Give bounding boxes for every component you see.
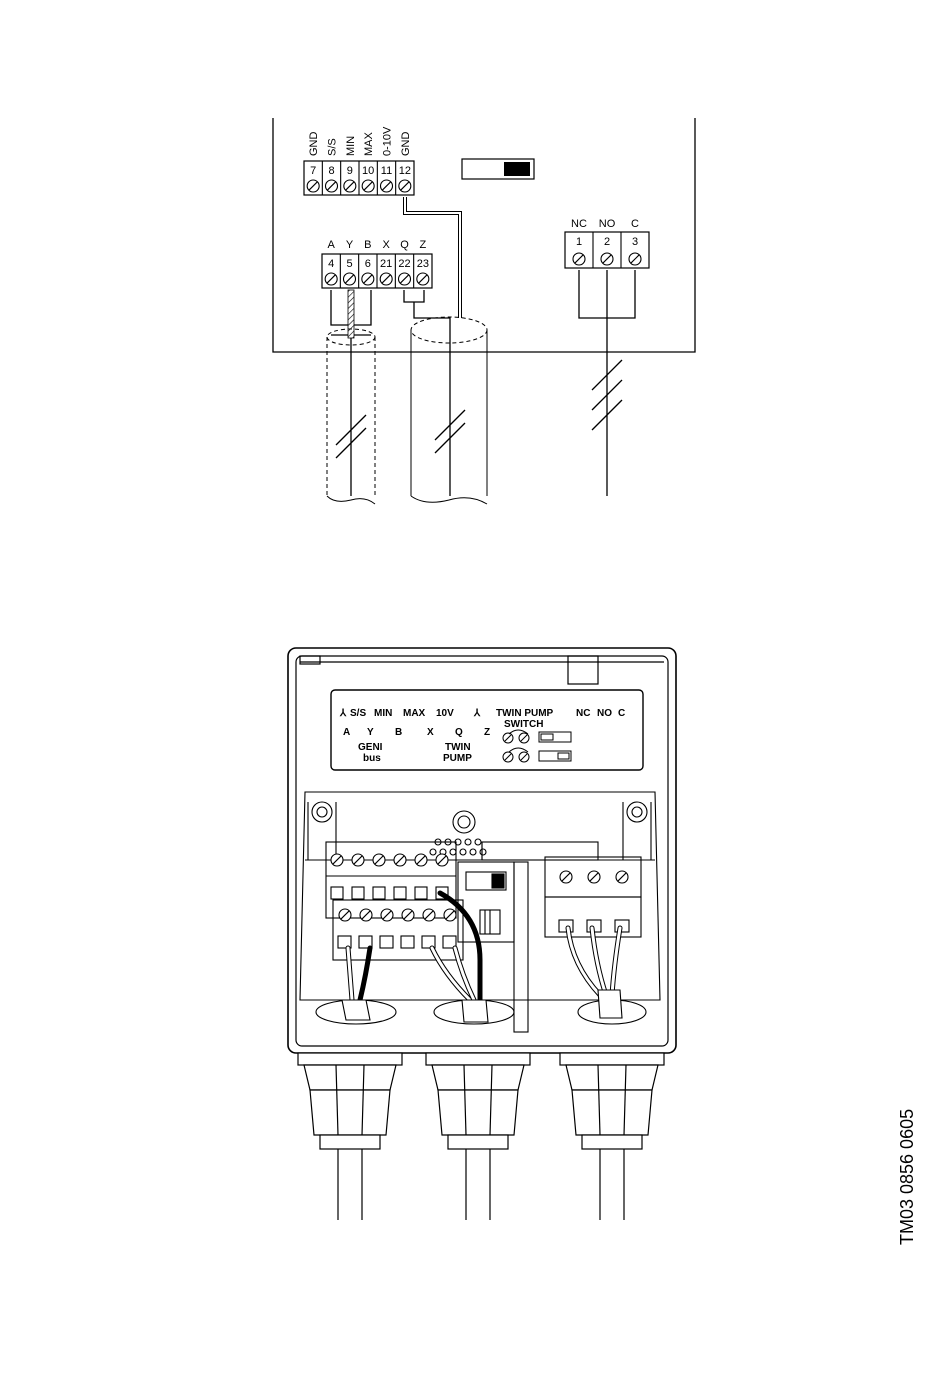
- label-c: C: [618, 708, 625, 719]
- bus-terminal-label-23: Z: [419, 239, 426, 251]
- label-z: Z: [484, 727, 490, 738]
- bus-terminal-label-6: B: [364, 239, 371, 251]
- relay-terminal-strip: 1 NC 2 NO 3 C: [565, 218, 649, 268]
- control-terminal-number-12: 12: [399, 165, 411, 177]
- svg-text:⅄: ⅄: [473, 708, 481, 719]
- cable-gland-1: [298, 1053, 402, 1220]
- control-terminal-label-8: S/S: [327, 138, 339, 156]
- control-terminal-block: [326, 842, 456, 918]
- label-twin-pump: TWIN PUMP: [496, 708, 554, 719]
- bus-terminal-number-22: 22: [398, 258, 410, 270]
- label-nc: NC: [576, 708, 590, 719]
- relay-terminal-label-3: C: [631, 218, 639, 230]
- label-b: B: [395, 727, 402, 738]
- relay-terminal-label-2: NO: [599, 218, 616, 230]
- label-pump: PUMP: [443, 753, 472, 764]
- control-terminal-strip: 7 GND 8 S/S 9 MIN 10 MAX 11 0-10V 12 GND: [304, 126, 414, 195]
- label-twin: TWIN: [445, 742, 471, 753]
- control-terminal-number-10: 10: [362, 165, 374, 177]
- label-a: A: [343, 727, 350, 738]
- label-q: Q: [455, 727, 463, 738]
- label-geni: GENI: [358, 742, 383, 753]
- label-plate-text: ⅄ S/S MIN MAX 10V ⅄ TWIN PUMP NC NO C SW…: [339, 708, 625, 764]
- label-max: MAX: [403, 708, 426, 719]
- bus-terminal-label-5: Y: [346, 239, 354, 251]
- twin-pump-cable-sleeve: [411, 317, 487, 343]
- bus-terminal-number-21: 21: [380, 258, 392, 270]
- label-bus: bus: [363, 753, 381, 764]
- relay-terminal-number-1: 1: [576, 236, 582, 248]
- bus-terminal-label-4: A: [327, 239, 335, 251]
- control-terminal-number-11: 11: [381, 165, 392, 177]
- label-x: X: [427, 727, 434, 738]
- control-terminal-label-9: MIN: [345, 136, 357, 156]
- control-terminal-number-9: 9: [347, 165, 353, 177]
- cable-gland-2: [426, 1053, 530, 1220]
- label-switch: SWITCH: [504, 719, 543, 730]
- label-ss: S/S: [350, 708, 366, 719]
- relay-terminal-number-2: 2: [604, 236, 610, 248]
- bus-terminal-number-6: 6: [365, 258, 371, 270]
- bus-terminal-number-5: 5: [346, 258, 352, 270]
- control-terminal-label-7: GND: [308, 132, 320, 157]
- control-terminal-number-8: 8: [328, 165, 334, 177]
- label-min: MIN: [374, 708, 392, 719]
- bus-terminal-block: [333, 900, 463, 960]
- cable-glands: [298, 1053, 664, 1220]
- control-terminal-label-10: MAX: [363, 132, 375, 157]
- label-10v: 10V: [436, 708, 454, 719]
- label-no: NO: [597, 708, 612, 719]
- bus-terminal-number-23: 23: [417, 258, 429, 270]
- label-y: Y: [367, 727, 374, 738]
- svg-text:⅄: ⅄: [339, 708, 347, 719]
- cable-gland-3: [560, 1053, 664, 1220]
- control-terminal-number-7: 7: [310, 165, 316, 177]
- drawing-reference: TM03 0856 0605: [897, 1109, 917, 1245]
- relay-terminal-number-3: 3: [632, 236, 638, 248]
- bus-terminal-strip: 4 A5 Y6 B 21 X 22 Q 23 Z: [322, 239, 432, 288]
- relay-wires: [579, 270, 635, 496]
- control-terminal-label-12: GND: [400, 132, 412, 157]
- bus-terminal-number-4: 4: [328, 258, 334, 270]
- twin-pump-switch: [462, 159, 534, 179]
- bus-terminal-label-21: X: [382, 239, 390, 251]
- bus-terminal-label-22: Q: [400, 239, 409, 251]
- relay-terminal-label-1: NC: [571, 218, 587, 230]
- control-terminal-label-11: 0-10V: [382, 126, 394, 156]
